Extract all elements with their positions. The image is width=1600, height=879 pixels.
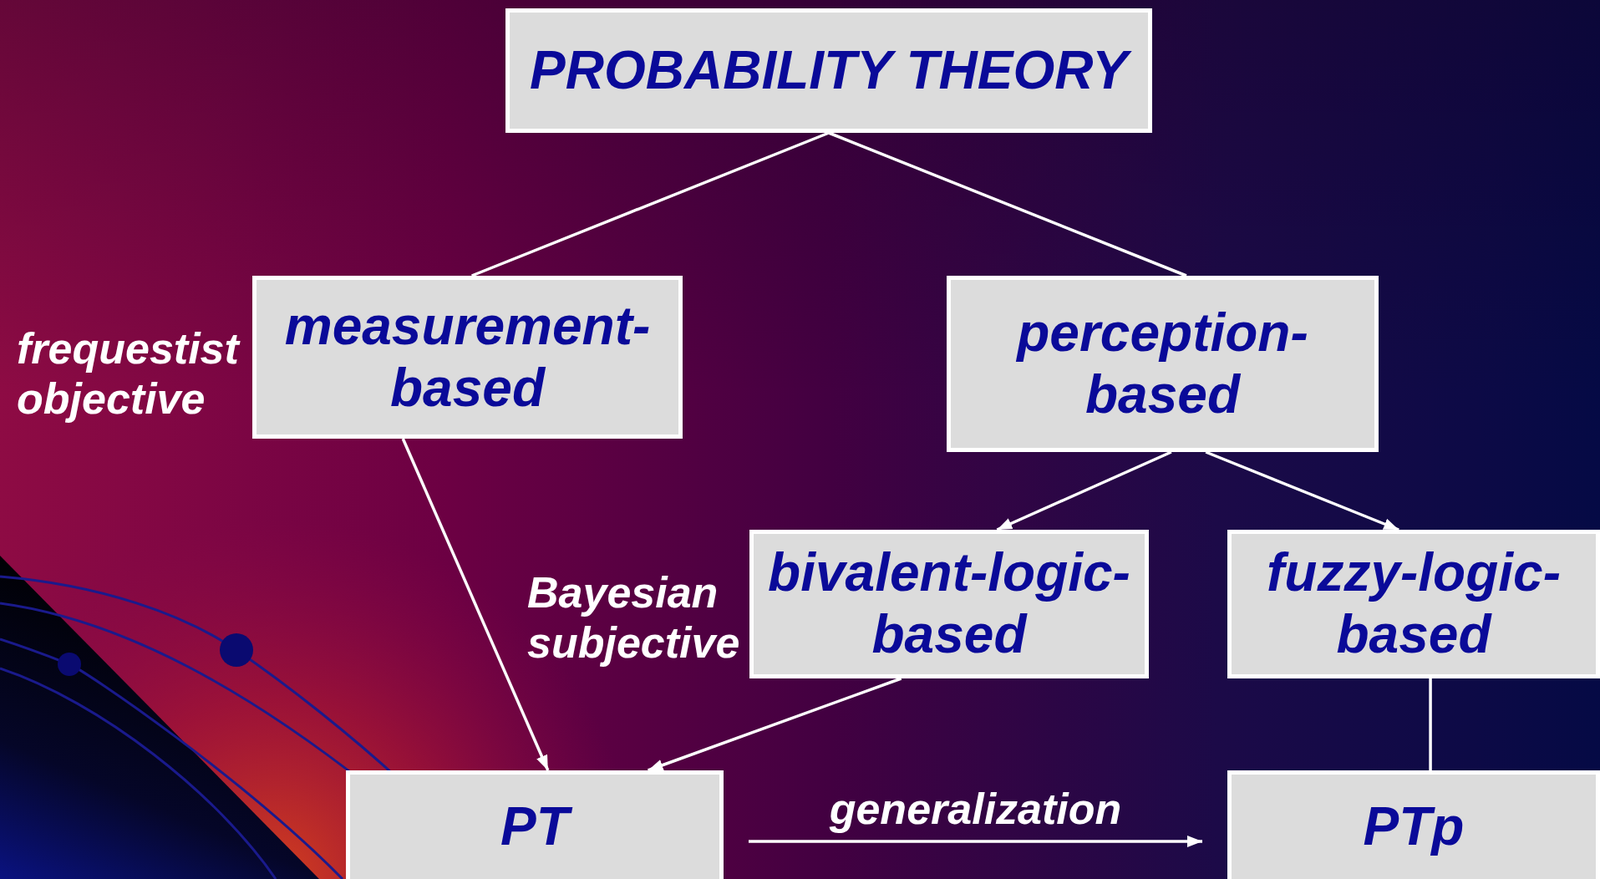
box-text: bivalent-logic- based (753, 542, 1145, 666)
side-label: Bayesian subjective (527, 568, 747, 669)
decor-curve (0, 603, 368, 786)
decor-curve (0, 668, 276, 879)
box-text: perception- based (950, 302, 1375, 426)
connector (648, 678, 902, 771)
box-text: PROBABILITY THEORY (529, 40, 1128, 102)
edge-label: generalization (829, 784, 1123, 835)
connector (402, 438, 549, 771)
connector (1205, 452, 1399, 530)
concept-box: measurement- based (252, 275, 683, 439)
corner-glow (0, 467, 669, 879)
connector (472, 132, 829, 276)
concept-box: fuzzy-logic- based (1227, 529, 1600, 679)
concept-box: PROBABILITY THEORY (505, 8, 1153, 133)
box-text: PTp (1363, 796, 1465, 859)
corner-triangle (0, 555, 320, 879)
concept-box: bivalent-logic- based (749, 529, 1149, 679)
box-text: fuzzy-logic- based (1231, 542, 1596, 666)
box-text: measurement- based (256, 295, 679, 419)
connector (996, 452, 1171, 530)
connector (748, 839, 1203, 844)
box-text: PT (500, 796, 569, 859)
concept-box: PTp (1227, 770, 1600, 879)
decor-dot (57, 652, 82, 676)
decor-dot (219, 633, 254, 667)
connector (828, 132, 1187, 276)
connector (1428, 678, 1433, 771)
side-label: frequestist objective (16, 324, 246, 425)
decor-curve (0, 639, 343, 879)
concept-box: PT (345, 770, 724, 879)
concept-box: perception- based (946, 275, 1379, 453)
decor-curve (0, 576, 402, 782)
